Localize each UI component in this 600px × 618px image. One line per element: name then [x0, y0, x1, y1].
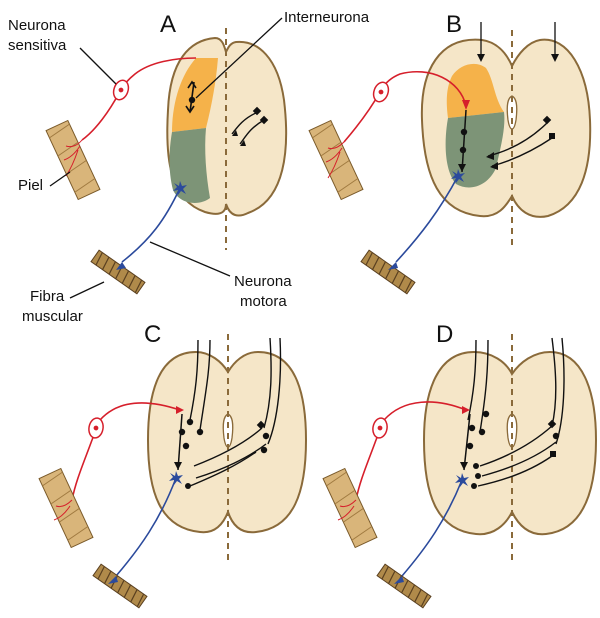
- muscle-fiber-label-line2: muscular: [22, 308, 83, 325]
- ventral-horn-a: [170, 128, 211, 203]
- panel-label-b: B: [446, 11, 462, 38]
- skin-b: [309, 120, 363, 199]
- central-canal-d: [507, 414, 517, 447]
- sensory-soma-b: [371, 80, 391, 104]
- skin-c: [39, 468, 93, 547]
- sensory-soma-d: [371, 417, 388, 439]
- interneuron-cell-a: [189, 97, 195, 103]
- motor-neuron-label-line1: Neurona: [234, 273, 292, 290]
- panel-a: A Interneurona Neurona sensitiva Piel Fi…: [8, 9, 370, 325]
- central-canal-c: [223, 414, 233, 447]
- muscle-d: [377, 564, 431, 608]
- panel-label-a: A: [160, 11, 176, 38]
- muscle-b: [361, 250, 415, 294]
- interneuron-label: Interneurona: [284, 9, 370, 26]
- panel-d: D: [323, 321, 596, 608]
- panel-b: B: [309, 11, 590, 294]
- sensory-neuron-label-line2: sensitiva: [8, 37, 67, 54]
- panel-c: C: [39, 321, 306, 608]
- panel-label-c: C: [144, 321, 161, 348]
- panel-label-d: D: [436, 321, 453, 348]
- skin-d: [323, 468, 377, 547]
- motor-neuron-label-line2: motora: [240, 293, 287, 310]
- muscle-a: [91, 250, 145, 294]
- skin-label: Piel: [18, 177, 43, 194]
- sensory-neuron-label-line1: Neurona: [8, 17, 66, 34]
- muscle-fiber-label-line1: Fibra: [30, 288, 65, 305]
- sensory-soma-c: [87, 417, 104, 439]
